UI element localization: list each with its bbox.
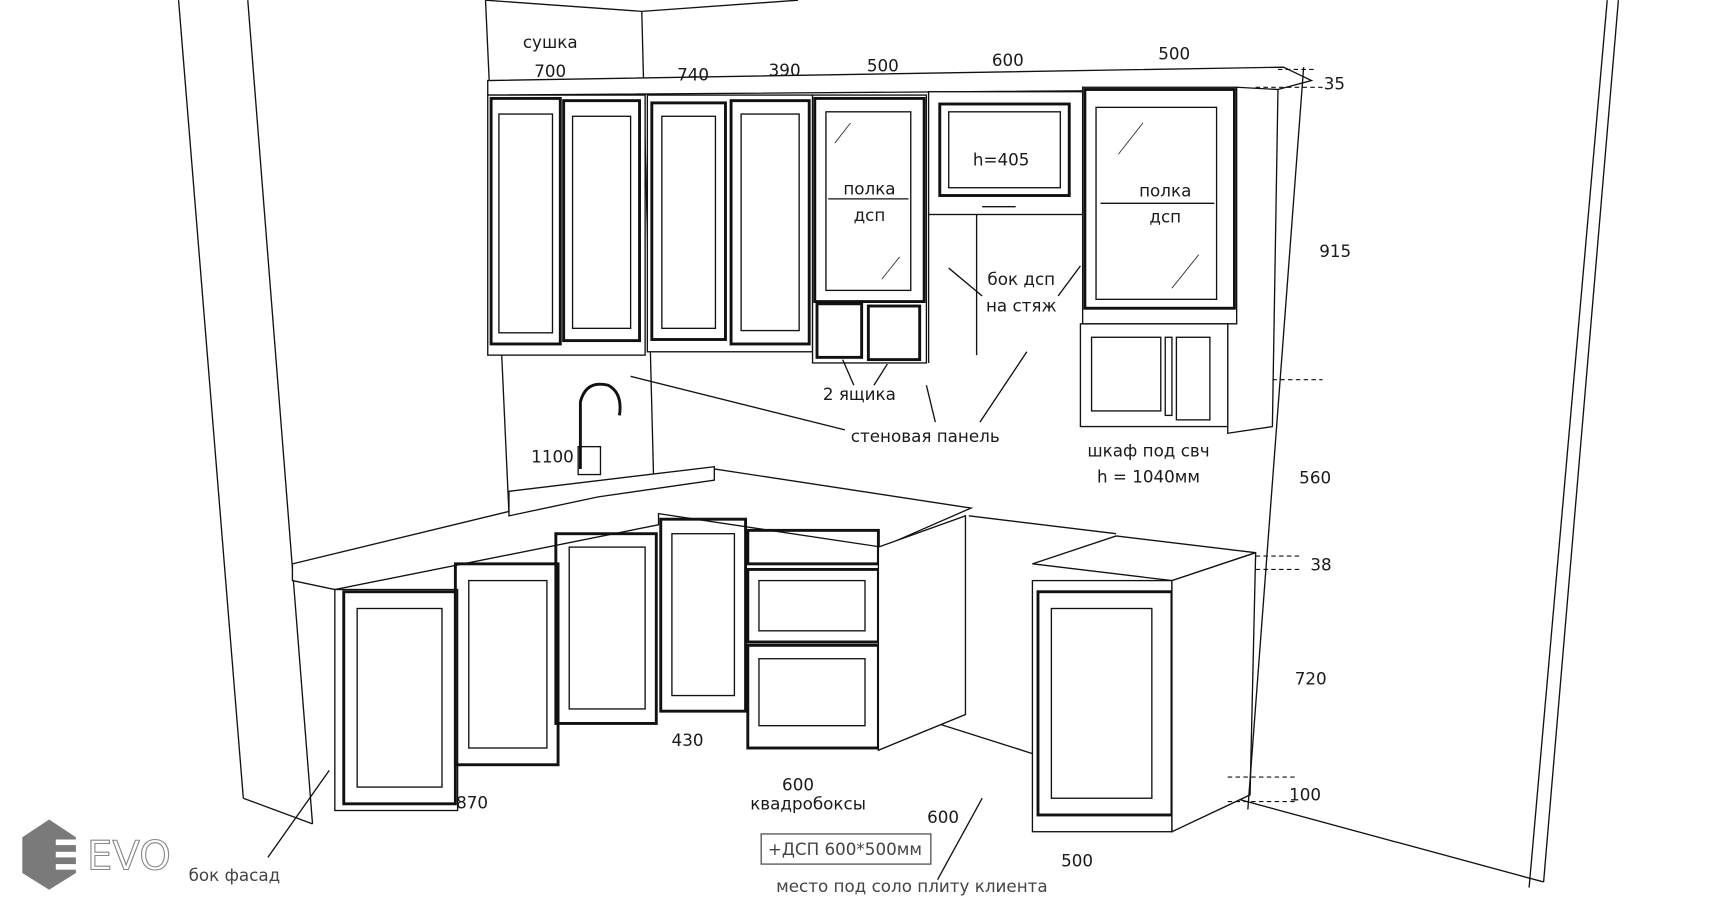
dim-390: 390 xyxy=(769,60,801,80)
shelf-label-2b: дсп xyxy=(1149,206,1181,226)
mw-cabinet-b: h = 1040мм xyxy=(1097,466,1200,486)
dim-500: 500 xyxy=(867,56,899,76)
drawers-label: 2 ящика xyxy=(823,384,896,404)
logo-text: EVO xyxy=(87,834,171,880)
corner-dim: 430 xyxy=(672,730,704,750)
dim-crown: 35 xyxy=(1324,73,1345,93)
hood-height: h=405 xyxy=(973,149,1030,169)
dim-upper: 915 xyxy=(1319,241,1351,261)
shelf-label-2a: полка xyxy=(1139,181,1191,201)
evo-logo: EVO xyxy=(22,819,171,890)
sink-dim: 1100 xyxy=(531,446,574,466)
base-cabinets xyxy=(291,382,1257,833)
stove-place-label: место под соло плиту клиента xyxy=(776,876,1048,896)
wall-panel-label: стеновая панель xyxy=(851,426,1000,446)
shelf-label-1b: дсп xyxy=(854,205,886,225)
shelf-label-1a: полка xyxy=(843,178,895,198)
dim-700: 700 xyxy=(534,61,566,81)
dim-countertop: 38 xyxy=(1310,555,1331,575)
stove-gap-dim: 600 xyxy=(927,807,959,827)
dim-base: 720 xyxy=(1295,668,1327,688)
drawer-unit-dim: 600 xyxy=(782,774,814,794)
dryer-label: сушка xyxy=(523,32,578,52)
drawer-unit-label: квадробоксы xyxy=(750,793,866,813)
dim-740: 740 xyxy=(677,65,709,85)
dim-500-right: 500 xyxy=(1158,43,1190,63)
extra-board-box xyxy=(760,833,932,865)
side-facade-label: бок фасад xyxy=(189,865,281,885)
side-panel-a: бок дсп xyxy=(987,269,1055,289)
dim-plinth: 100 xyxy=(1289,784,1321,804)
dim-600: 600 xyxy=(992,50,1024,70)
labels: сушка 700 740 390 500 600 500 35 915 560… xyxy=(189,32,1352,896)
dimension-lines xyxy=(267,67,1323,881)
mw-cabinet-a: шкаф под свч xyxy=(1087,441,1209,461)
right-base-dim: 500 xyxy=(1061,850,1093,870)
extra-board-label: +ДСП 600*500мм xyxy=(768,839,922,859)
upper-cabinets xyxy=(487,66,1314,435)
side-panel-b: на стяж xyxy=(986,296,1057,316)
left-run-dim: 870 xyxy=(456,792,488,812)
dim-backsplash: 560 xyxy=(1299,467,1331,487)
